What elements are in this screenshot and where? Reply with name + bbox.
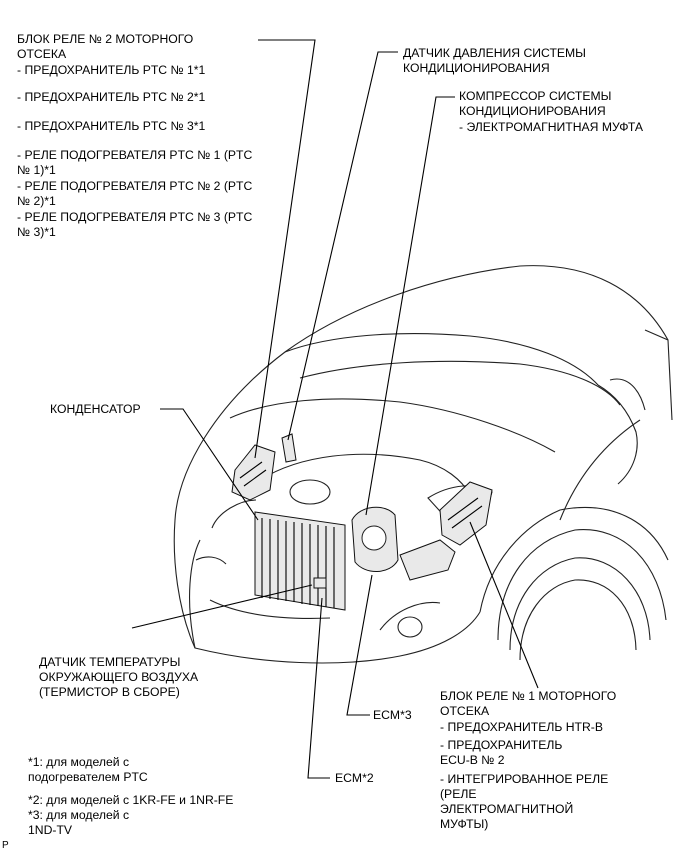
footnote-1: *1: для моделей с подогревателем PTC xyxy=(28,755,148,784)
footnote-3: *3: для моделей с 1ND-TV xyxy=(28,808,130,837)
condenser-label: КОНДЕНСАТОР xyxy=(50,402,141,416)
ptc-relay-2-label: - РЕЛЕ ПОДОГРЕВАТЕЛЯ PTC № 2 (PTC № 2)*1 xyxy=(17,179,253,208)
compressor-shape xyxy=(351,506,399,572)
car-outline xyxy=(173,265,673,664)
ecm3-label: ECM*3 xyxy=(373,708,412,722)
leader-block2 xyxy=(254,39,316,459)
leader-compressor xyxy=(365,96,455,516)
integrated-relay-label: - ИНТЕГРИРОВАННОЕ РЕЛЕ (РЕЛЕ ЭЛЕКТРОМАГН… xyxy=(440,772,609,831)
relay-block-1-title: БЛОК РЕЛЕ № 1 МОТОРНОГО ОТСЕКА xyxy=(440,689,617,718)
leader-ecm3 xyxy=(346,574,373,716)
ptc-fuse-2-label: - ПРЕДОХРАНИТЕЛЬ PTC № 2*1 xyxy=(17,90,206,104)
ecm-shape xyxy=(399,539,456,581)
ptc-relay-1-label: - РЕЛЕ ПОДОГРЕВАТЕЛЯ PTC № 1 (PTC № 1)*1 xyxy=(17,148,253,177)
leader-ambient xyxy=(131,584,313,629)
ptc-fuse-1-label: - ПРЕДОХРАНИТЕЛЬ PTC № 1*1 xyxy=(17,63,206,77)
ambient-temp-sensor-label: ДАТЧИК ТЕМПЕРАТУРЫ ОКРУЖАЮЩЕГО ВОЗДУХА (… xyxy=(39,655,199,699)
relay-block-1-shape xyxy=(439,481,493,546)
compressor-label: КОМПРЕССОР СИСТЕМЫ КОНДИЦИОНИРОВАНИЯ xyxy=(459,89,612,118)
ptc-relay-3-label: - РЕЛЕ ПОДОГРЕВАТЕЛЯ PTC № 3 (PTC № 3)*1 xyxy=(17,210,253,239)
footnote-2: *2: для моделей с 1KR-FE и 1NR-FE xyxy=(28,793,234,807)
relay-block-2-title: БЛОК РЕЛЕ № 2 МОТОРНОГО ОТСЕКА xyxy=(17,32,194,61)
magnetic-clutch-label: - ЭЛЕКТРОМАГНИТНАЯ МУФТА xyxy=(459,120,644,134)
htr-b-fuse-label: - ПРЕДОХРАНИТЕЛЬ HTR-B xyxy=(440,720,603,734)
ambient-sensor-shape xyxy=(313,577,327,589)
leader-ecm2 xyxy=(307,597,330,779)
leader-block1 xyxy=(469,521,539,689)
corner-mark: P xyxy=(2,840,9,851)
relay-block-2-shape xyxy=(231,444,276,501)
ptc-fuse-3-label: - ПРЕДОХРАНИТЕЛЬ PTC № 3*1 xyxy=(17,119,206,133)
ecm2-label: ECM*2 xyxy=(335,771,374,785)
leader-pressure xyxy=(287,51,398,441)
leader-condenser xyxy=(160,408,259,521)
pressure-sensor-shape xyxy=(281,433,297,463)
pressure-sensor-label: ДАТЧИК ДАВЛЕНИЯ СИСТЕМЫ КОНДИЦИОНИРОВАНИ… xyxy=(403,46,586,75)
ecu-b-fuse-label: - ПРЕДОХРАНИТЕЛЬ ECU-B № 2 xyxy=(440,738,563,767)
